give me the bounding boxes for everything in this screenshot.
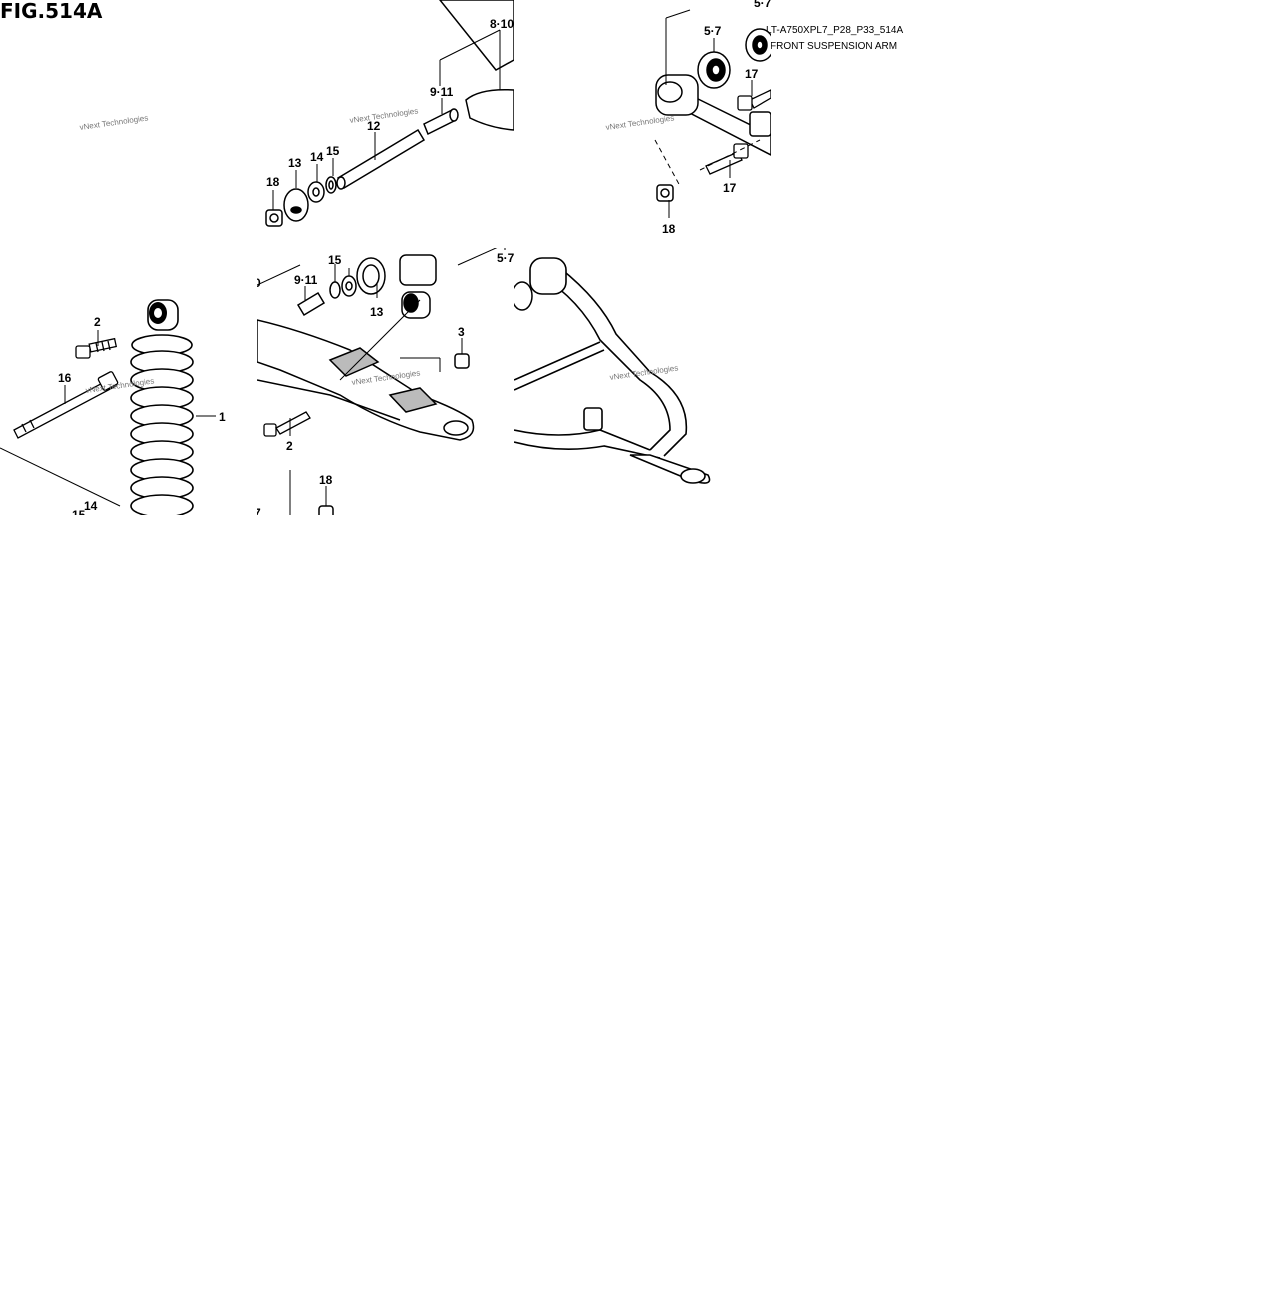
callout-7: 7 [254, 506, 261, 520]
upper-a-arm [514, 257, 711, 484]
lower-arm-section: 4·6 5·7 0 9·11 15 13 3 2 18 7 vNext Tech… [254, 224, 515, 520]
fwd-arrow: FWD [528, 180, 577, 220]
callout-10: 0 [254, 276, 261, 290]
callout-18: 18 [662, 222, 676, 236]
figure-title: FIG.514A [0, 0, 103, 23]
coil-spring [130, 334, 194, 515]
callout-18: 18 [319, 473, 333, 487]
collar-9-11 [423, 108, 459, 136]
callout-5-7: 5·7 [497, 251, 515, 265]
bolt-2 [263, 411, 311, 437]
pivot-shaft-12 [336, 128, 426, 190]
leader-lines-c [257, 248, 506, 515]
shock-absorber-section: 2 16 1 14 15 vNext Technologies vNext Te… [0, 113, 226, 522]
callout-17: 17 [723, 181, 737, 195]
upper-arm-tube [655, 74, 771, 156]
callout-8-10: 8·10 [490, 17, 514, 31]
washer-14 [307, 181, 325, 203]
callout-12: 12 [367, 119, 381, 133]
callout-14: 14 [84, 499, 98, 513]
watermark: vNext Technologies [605, 113, 675, 132]
bushing-5-7 [697, 51, 731, 89]
upper-a-arm-section: vNext Technologies [514, 257, 711, 484]
upper-arm-tube [439, 0, 514, 131]
nut-3 [454, 353, 470, 369]
shock-top-eye [147, 299, 179, 331]
washer-14 [341, 275, 357, 297]
callout-16: 16 [58, 371, 72, 385]
lower-arm-body [257, 319, 475, 441]
callout-17: 17 [745, 67, 759, 81]
bushing-13 [283, 188, 309, 222]
seal-15 [329, 281, 341, 299]
callout-4-6: 4·6 [464, 224, 482, 238]
watermark: vNext Technologies [79, 113, 149, 132]
callout-9-11: 9·11 [294, 273, 318, 287]
callout-18: 18 [266, 175, 280, 189]
callout-3: 3 [458, 325, 465, 339]
figure-code: LT-A750XPL7_P28_P33_514A [766, 25, 903, 36]
callout-2: 2 [286, 439, 293, 453]
figure-name: FRONT SUSPENSION ARM [770, 41, 897, 52]
callout-15: 15 [326, 144, 340, 158]
callout-13: 13 [370, 305, 384, 319]
collar-9-11 [296, 291, 326, 317]
upper-arm-pivot-section: 5·7 5·7 17 17 18 vNext Technologies [605, 0, 772, 236]
bushing-13 [356, 257, 386, 295]
callout-13: 13 [288, 156, 302, 170]
long-bolt-16 [13, 371, 119, 439]
callout-15: 15 [72, 508, 86, 522]
callout-5-7: 5·7 [704, 24, 722, 38]
bushing-5-7 [514, 281, 533, 311]
callout-14: 14 [310, 150, 324, 164]
bolt-2 [75, 337, 118, 359]
leader-lines-b [272, 29, 501, 210]
nut-18 [318, 505, 334, 515]
callout-9-11: 9·11 [430, 85, 454, 99]
leader-lines-d [654, 9, 761, 218]
callout-5-7: 5·7 [754, 0, 772, 10]
callout-15: 15 [328, 253, 342, 267]
leader-lines-a [0, 330, 216, 507]
pivot-hardware-section: FWD 8·10 9·11 12 13 14 15 18 vNext Techn… [265, 0, 577, 227]
watermark: vNext Technologies [349, 106, 419, 125]
shock-lower-mount [399, 254, 437, 319]
callout-2: 2 [94, 315, 101, 329]
callout-1: 1 [219, 410, 226, 424]
fwd-label: FWD [547, 188, 570, 207]
nut-18 [265, 209, 283, 227]
nut-18 [656, 184, 674, 202]
seal-15 [325, 176, 337, 194]
bushing-5-7 [745, 28, 771, 62]
